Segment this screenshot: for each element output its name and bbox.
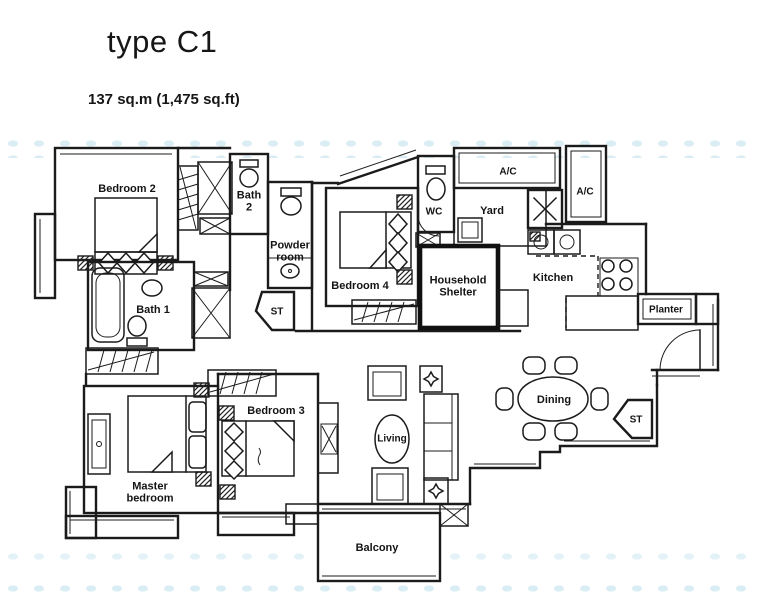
nightstand — [396, 269, 413, 285]
star-icon — [427, 482, 445, 500]
shower-icon — [191, 287, 231, 339]
armchair-icon — [367, 365, 407, 401]
shaft-box — [526, 188, 564, 230]
chair-icon — [590, 387, 609, 411]
side-table — [419, 365, 443, 393]
room-label-ac-right: A/C — [576, 186, 594, 198]
room-living — [316, 365, 472, 510]
dining-table — [517, 376, 589, 422]
plan-area-text: 137 sq.m (1,475 sq.ft) — [88, 91, 240, 108]
toilet-icon — [425, 165, 446, 175]
wardrobe-icon — [351, 299, 417, 325]
star-icon — [422, 370, 440, 388]
pillow-icon — [188, 435, 207, 469]
room-label-wc: WC — [425, 206, 443, 218]
room-dining — [495, 356, 609, 441]
chair-icon — [554, 356, 578, 375]
room-label-living: Living — [377, 433, 407, 445]
room-label-bedroom3: Bedroom 3 — [247, 404, 305, 417]
ac-ledge-right — [564, 144, 608, 224]
sofa-icon — [423, 393, 459, 481]
room-label-st-right: ST — [629, 414, 643, 426]
chair-icon — [522, 422, 546, 441]
room-bath2 — [197, 152, 270, 292]
exterior-boundary — [468, 383, 659, 506]
coffee-table — [374, 414, 410, 464]
nightstand — [193, 382, 210, 398]
room-bath1 — [84, 260, 231, 388]
room-bedroom3 — [193, 369, 320, 537]
room-label-master-bedroom: Master bedroom — [126, 480, 174, 505]
nightstand — [396, 194, 413, 210]
store-upper — [254, 290, 296, 332]
room-label-bedroom2: Bedroom 2 — [98, 182, 156, 195]
room-label-bedroom4: Bedroom 4 — [331, 279, 389, 292]
planter-entrance — [636, 292, 720, 387]
chair-icon — [522, 356, 546, 375]
room-bedroom4 — [324, 186, 420, 325]
room-label-powder-room: Powder room — [270, 239, 310, 264]
room-label-st-upper: ST — [270, 306, 284, 318]
dresser-icon — [87, 413, 111, 475]
room-label-ac-top: A/C — [499, 166, 517, 178]
wardrobe-icon — [177, 165, 199, 231]
room-label-planter: Planter — [649, 304, 683, 316]
washer-icon — [457, 217, 483, 243]
room-bedroom2 — [33, 146, 232, 300]
chair-icon — [495, 387, 514, 411]
room-label-dining: Dining — [536, 393, 572, 406]
plan-title: type C1 — [107, 24, 218, 59]
room-household-shelter — [417, 243, 529, 331]
sink-icon — [141, 279, 163, 297]
room-label-balcony: Balcony — [355, 541, 399, 554]
toilet-icon — [239, 159, 259, 168]
room-balcony — [285, 503, 469, 583]
pillow-icon — [188, 401, 207, 433]
bathtub-icon — [91, 267, 125, 343]
sink-icon — [280, 263, 300, 279]
tv-console — [317, 402, 339, 474]
shower-icon — [197, 161, 233, 215]
chair-icon — [554, 422, 578, 441]
room-master-bedroom — [64, 384, 220, 540]
toilet-icon — [280, 187, 302, 197]
wardrobe-icon — [85, 347, 159, 375]
room-kitchen — [527, 222, 648, 331]
room-label-bath1: Bath 1 — [136, 303, 170, 316]
corridor-walls — [216, 149, 522, 388]
nightstand — [195, 471, 212, 487]
toilet-icon — [127, 315, 147, 337]
hob-icon — [601, 259, 633, 291]
nightstand — [219, 484, 236, 500]
room-label-yard: Yard — [480, 204, 504, 217]
tv-icon — [321, 425, 337, 453]
store-right — [612, 398, 654, 440]
door-arc — [659, 329, 701, 371]
room-wc — [415, 154, 456, 248]
room-label-household-shelter: Household Shelter — [429, 274, 487, 299]
room-label-kitchen: Kitchen — [532, 271, 574, 284]
room-label-bath2: Bath 2 — [236, 189, 262, 214]
nightstand — [218, 405, 235, 421]
